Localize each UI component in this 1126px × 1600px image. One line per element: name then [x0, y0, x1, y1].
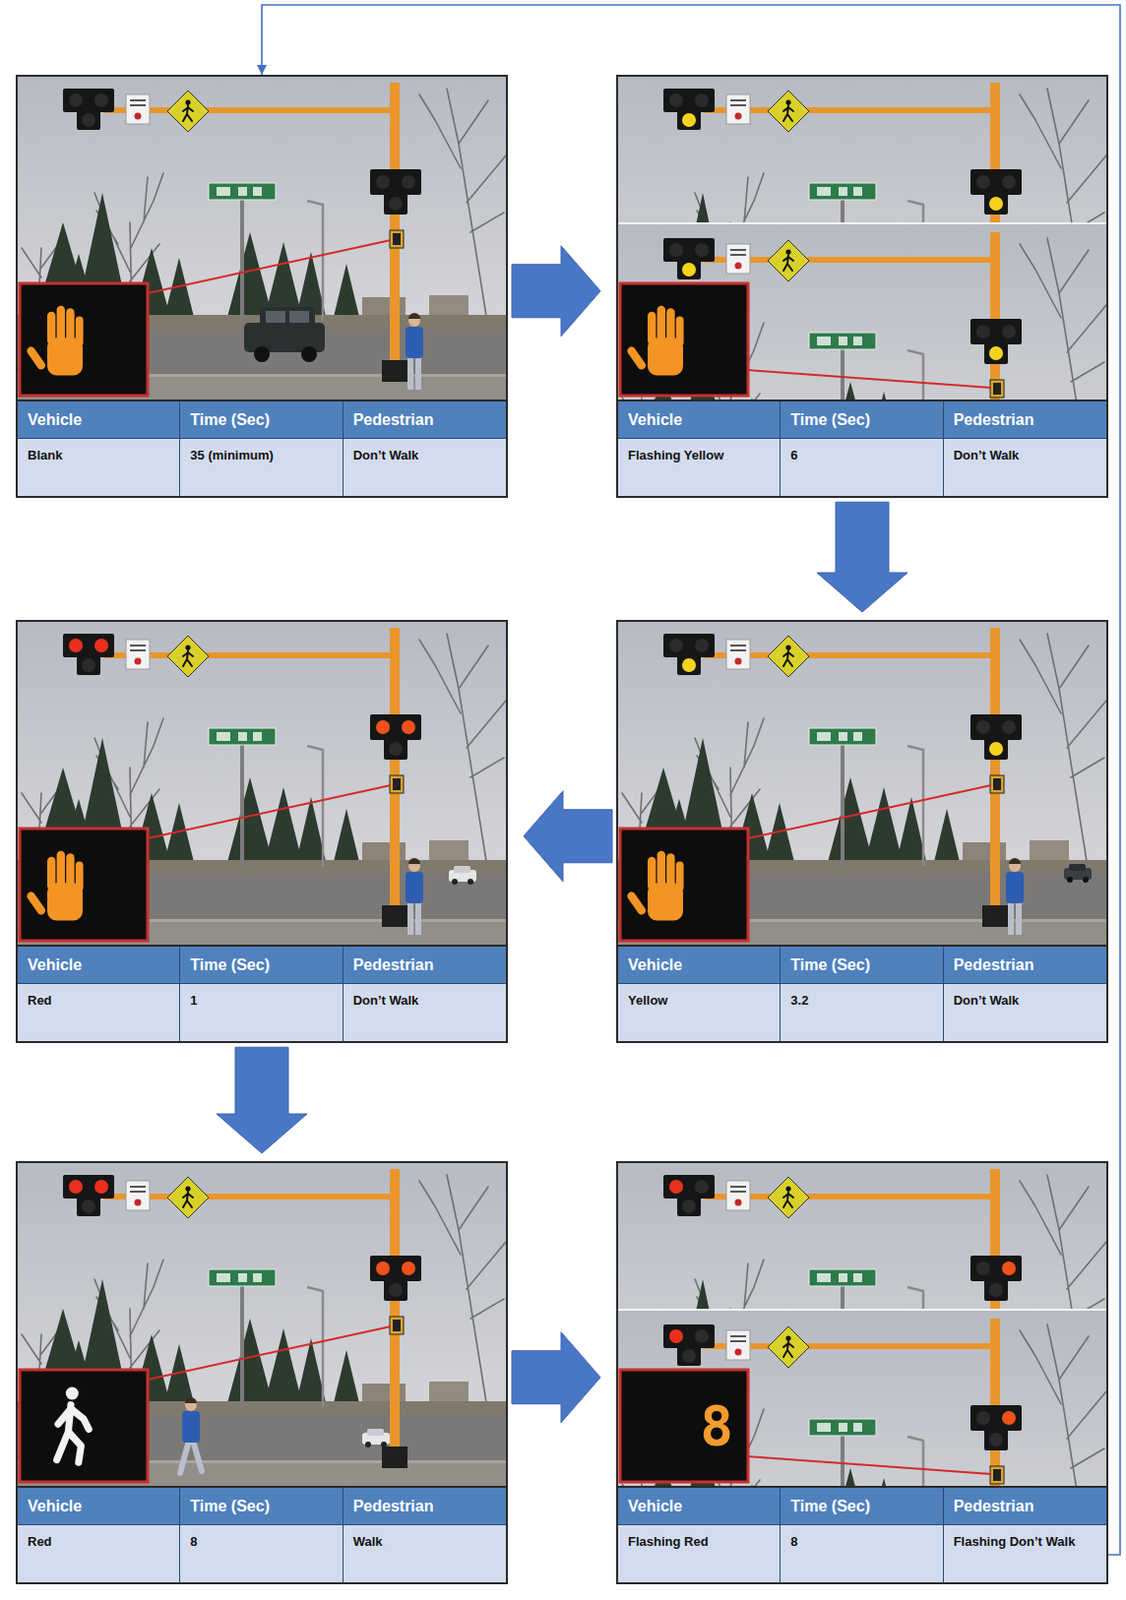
phase-panel: VehicleTime (Sec)PedestrianFlashing Yell…: [616, 74, 1109, 499]
block-arrow: [511, 1332, 601, 1424]
leader-line: [147, 1326, 391, 1380]
table-value-cell: Red: [17, 1525, 181, 1583]
table-header-cell: Time (Sec): [780, 946, 943, 985]
photo-flashing-yellow: [616, 74, 1109, 550]
table-header-cell: Time (Sec): [180, 946, 343, 985]
block-arrow: [523, 791, 613, 882]
table-value-cell: 6: [780, 438, 943, 497]
leader-line: [748, 1456, 992, 1475]
phase-table: VehicleTime (Sec)PedestrianFlashing Yell…: [618, 399, 1107, 497]
phase-table: VehicleTime (Sec)PedestrianYellow3.2Don’…: [618, 944, 1107, 1042]
dont-walk-hand: [625, 851, 685, 922]
table-header-cell: Vehicle: [17, 1488, 181, 1526]
table-header-cell: Vehicle: [17, 401, 181, 439]
photo-walk: [15, 1161, 508, 1487]
table-value-cell: 3.2: [780, 984, 943, 1042]
photo-area: [17, 622, 506, 945]
table-value-cell: Flashing Yellow: [618, 438, 781, 497]
photo-area: [17, 1163, 506, 1487]
leader-line: [748, 785, 992, 839]
countdown-number: 8: [688, 1398, 745, 1454]
block-arrow: [511, 246, 601, 337]
phase-table: VehicleTime (Sec)PedestrianRed1Don’t Wal…: [17, 944, 506, 1042]
phase-panel: VehicleTime (Sec)PedestrianBlank35 (mini…: [15, 74, 508, 499]
photo-yellow: [616, 620, 1109, 945]
walk-symbol: [57, 1387, 89, 1464]
leader-line: [147, 240, 391, 294]
table-header-cell: Vehicle: [618, 1488, 781, 1526]
table-value-cell: 35 (minimum): [180, 438, 343, 497]
table-header-cell: Pedestrian: [343, 946, 506, 985]
leader-line: [147, 785, 391, 839]
photo-red: [15, 620, 508, 945]
block-arrow: [816, 501, 908, 613]
signal-inset: [620, 283, 749, 396]
table-header-cell: Time (Sec): [180, 401, 343, 439]
photo-blank: [15, 74, 508, 400]
table-header-cell: Pedestrian: [343, 401, 506, 439]
phase-panel: VehicleTime (Sec)PedestrianRed1Don’t Wal…: [15, 620, 508, 1044]
table-header-cell: Time (Sec): [780, 401, 943, 439]
table-value-cell: Blank: [17, 438, 181, 497]
table-value-cell: Red: [17, 984, 181, 1042]
phase-table: VehicleTime (Sec)PedestrianRed8Walk: [17, 1486, 506, 1583]
table-value-cell: Flashing Don’t Walk: [943, 1525, 1107, 1583]
phase-panel: VehicleTime (Sec)PedestrianFlashing Red8…: [616, 1161, 1109, 1585]
table-header-cell: Vehicle: [618, 401, 781, 439]
signal-inset: [19, 1370, 148, 1483]
table-header-cell: Time (Sec): [780, 1488, 943, 1526]
countdown-inset: [620, 1370, 749, 1483]
signal-inset: [19, 283, 148, 396]
table-header-cell: Vehicle: [618, 946, 781, 985]
table-value-cell: Walk: [343, 1525, 506, 1583]
table-value-cell: 1: [180, 984, 343, 1042]
phase-table: VehicleTime (Sec)PedestrianFlashing Red8…: [618, 1486, 1107, 1583]
table-value-cell: Flashing Red: [618, 1525, 781, 1583]
signal-inset: [19, 828, 148, 941]
photo-area: [618, 622, 1107, 945]
phase-table: VehicleTime (Sec)PedestrianBlank35 (mini…: [17, 399, 506, 497]
dont-walk-hand: [25, 851, 84, 922]
photo-area: [618, 76, 1107, 400]
table-value-cell: Don’t Walk: [343, 438, 506, 497]
photo-flashing-red: [616, 1161, 1109, 1600]
block-arrow: [216, 1047, 308, 1154]
table-value-cell: Don’t Walk: [343, 984, 506, 1042]
table-value-cell: Don’t Walk: [943, 984, 1107, 1042]
table-header-cell: Pedestrian: [943, 401, 1107, 439]
photo-area: [618, 1163, 1107, 1487]
table-value-cell: 8: [180, 1525, 343, 1583]
leader-line: [748, 370, 992, 388]
return-line: [261, 4, 1121, 1556]
table-header-cell: Pedestrian: [943, 1488, 1107, 1526]
table-header-cell: Pedestrian: [943, 946, 1107, 985]
phase-panel: VehicleTime (Sec)PedestrianRed8Walk: [15, 1161, 508, 1585]
table-header-cell: Pedestrian: [343, 1488, 506, 1526]
table-value-cell: Yellow: [618, 984, 781, 1042]
table-header-cell: Time (Sec): [180, 1488, 343, 1526]
phase-panel: VehicleTime (Sec)PedestrianYellow3.2Don’…: [616, 620, 1109, 1044]
signal-inset: [620, 828, 749, 941]
table-value-cell: Don’t Walk: [943, 438, 1107, 497]
table-header-cell: Vehicle: [17, 946, 181, 985]
photo-area: [17, 76, 506, 400]
table-value-cell: 8: [780, 1525, 943, 1583]
dont-walk-hand: [625, 306, 685, 376]
dont-walk-hand: [25, 306, 84, 376]
